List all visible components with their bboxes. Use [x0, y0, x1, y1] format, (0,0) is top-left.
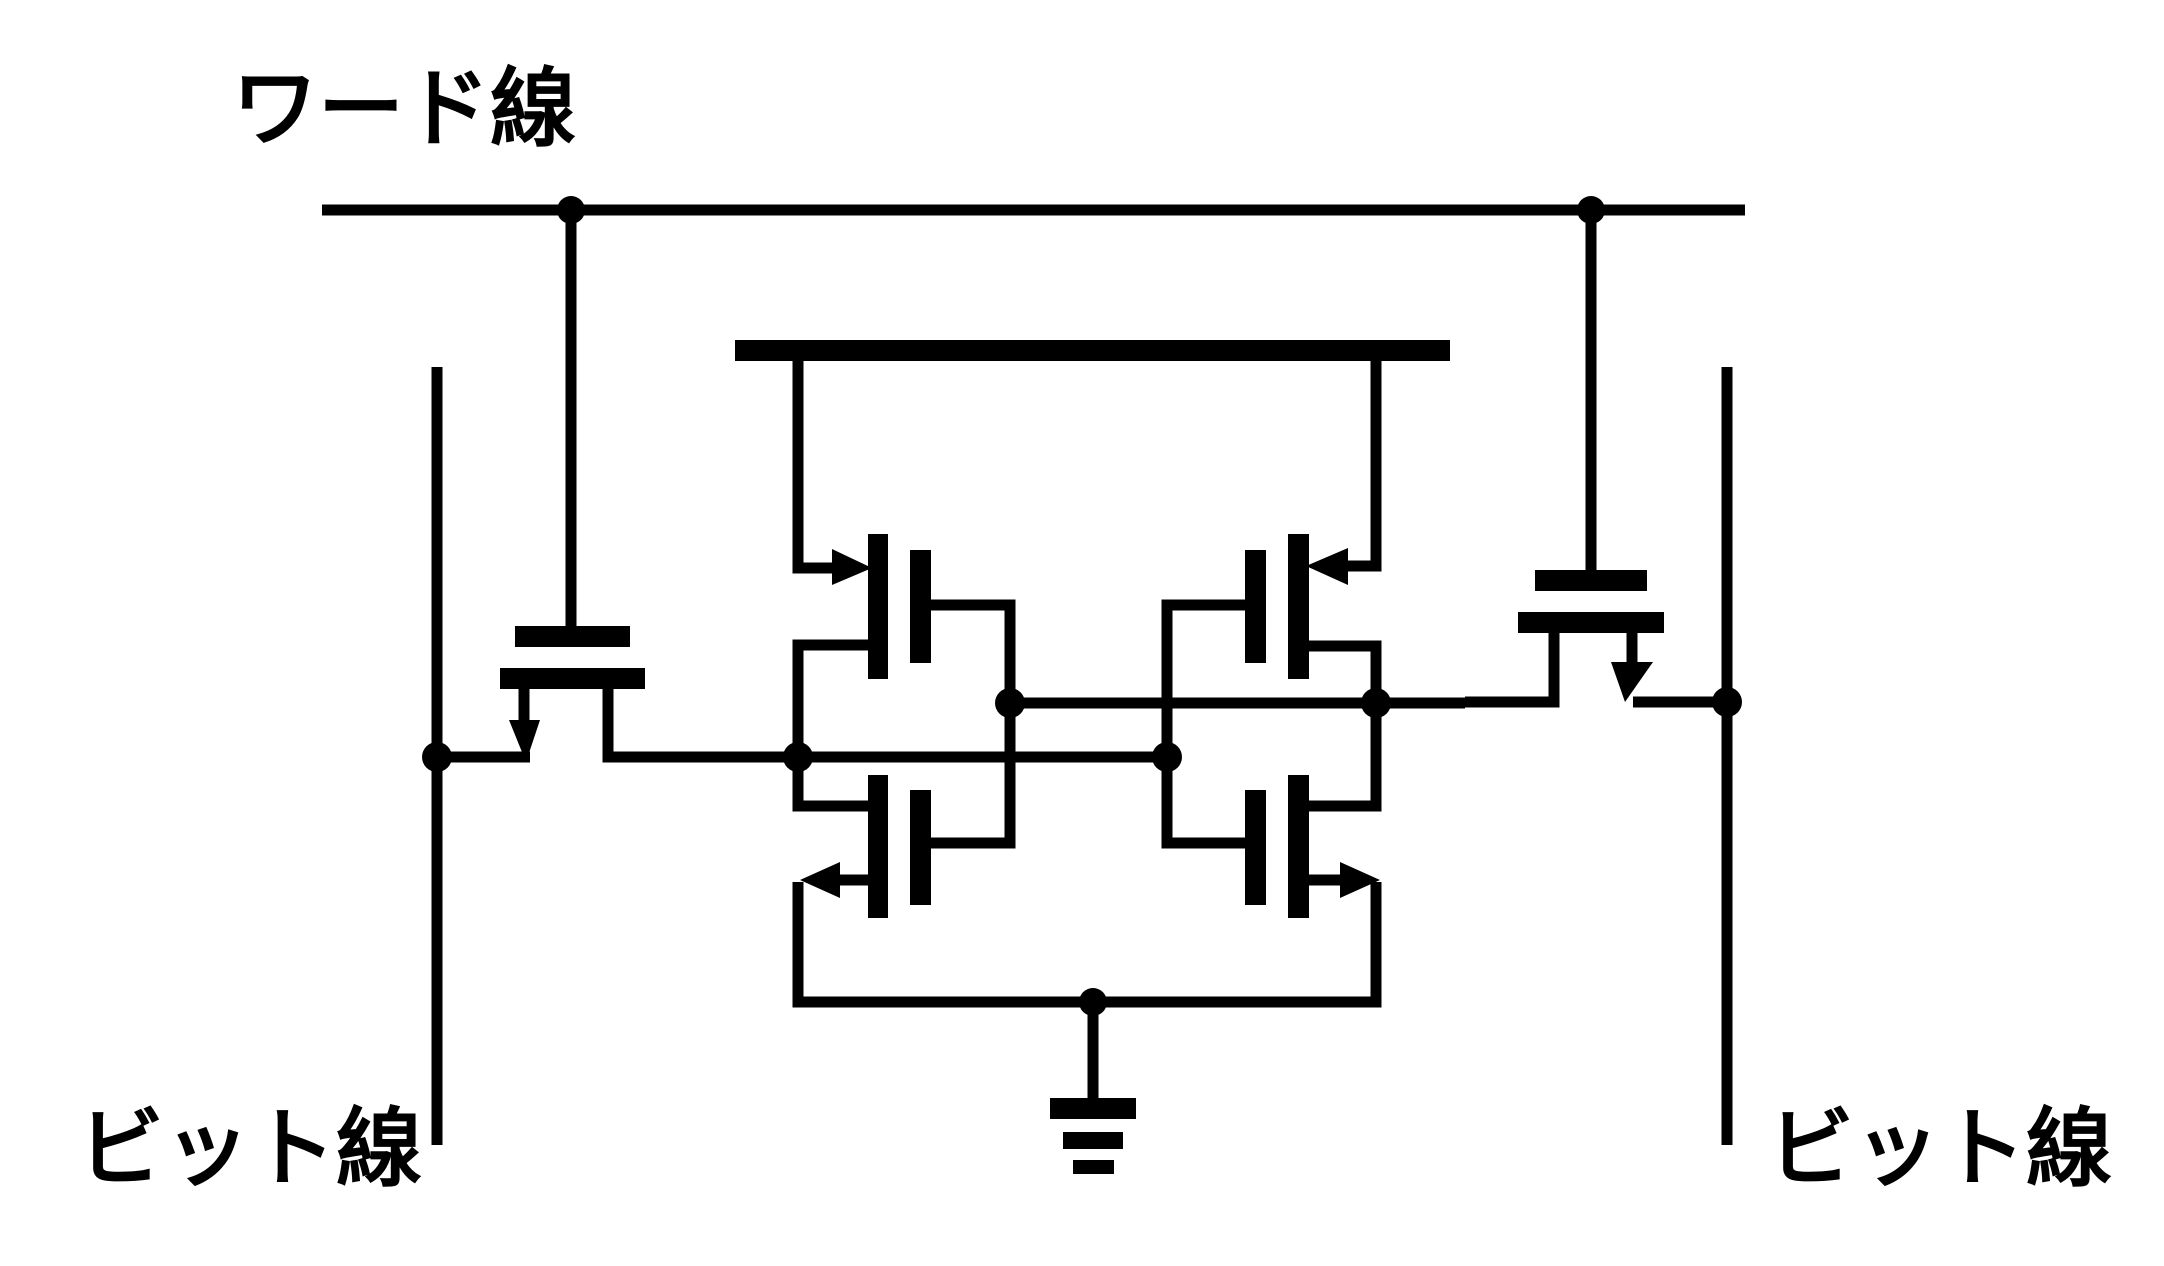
nmos-bottom-left: [792, 703, 1382, 1008]
vdd-rail: [735, 340, 1450, 361]
nmos-bottom-right: [1161, 703, 1382, 918]
pmos-top-left: [792, 361, 1016, 757]
access-transistor-left: [437, 210, 696, 763]
bit-line-right-label: ビット線: [1768, 1099, 2112, 1199]
junction-dots: [422, 196, 1742, 1016]
bit-line-left-label: ビット線: [78, 1099, 422, 1199]
word-line-label: ワード線: [232, 59, 576, 159]
access-transistor-right: [1465, 210, 1727, 708]
ground-symbol: [1050, 1002, 1136, 1174]
